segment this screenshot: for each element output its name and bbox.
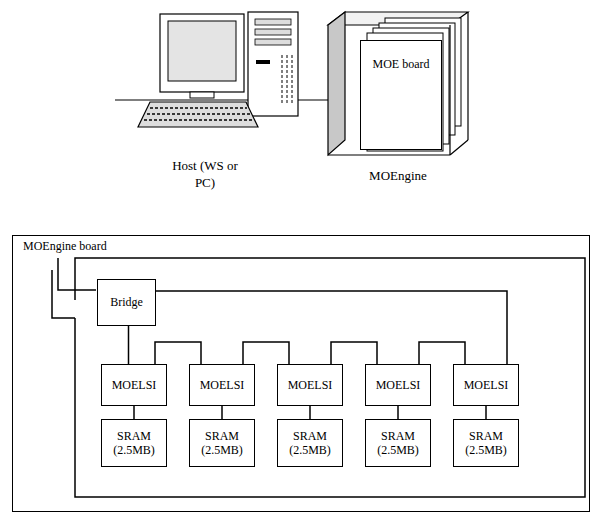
node-text: MOELSI xyxy=(376,378,421,392)
bus-line xyxy=(397,406,399,419)
node-text: SRAM (2.5MB) xyxy=(369,429,427,458)
node-text: MOELSI xyxy=(464,378,509,392)
memory-box: SRAM (2.5MB) xyxy=(453,419,519,467)
node-text: MOELSI xyxy=(288,378,333,392)
bus-line xyxy=(309,406,311,419)
bus-line xyxy=(155,342,201,364)
node-text: SRAM (2.5MB) xyxy=(193,429,251,458)
host-computer xyxy=(138,12,298,127)
memory-box: SRAM (2.5MB) xyxy=(189,419,255,467)
host-label: Host (WS or PC) xyxy=(172,158,238,192)
bus-line xyxy=(419,342,465,364)
memory-box: SRAM (2.5MB) xyxy=(101,419,167,467)
host-bus xyxy=(58,258,96,290)
bus-line xyxy=(128,326,130,364)
node-text: Bridge xyxy=(110,295,143,309)
node-text: MOEngine board xyxy=(21,239,109,253)
node-text: MOE board xyxy=(373,57,430,71)
chip-box: MOELSI xyxy=(277,364,343,406)
board-bus xyxy=(75,258,585,497)
node-text: SRAM (2.5MB) xyxy=(281,429,339,458)
chip-box: MOELSI xyxy=(453,364,519,406)
bridge-box: Bridge xyxy=(97,279,156,326)
chip-box: MOELSI xyxy=(365,364,431,406)
chip-box: MOELSI xyxy=(101,364,167,406)
bus-line xyxy=(221,406,223,419)
bus-line xyxy=(243,342,289,364)
node-text: MOELSI xyxy=(200,378,245,392)
board-frame: MOEngine boardBridgeMOELSI MOELSI MOELSI MO… xyxy=(12,235,590,512)
node-text: MOEngine xyxy=(367,168,429,184)
board-card: MOE board xyxy=(360,40,442,150)
engine-housing: MOEngine MOE board xyxy=(328,12,468,184)
bus-line xyxy=(133,406,135,419)
memory-box: SRAM (2.5MB) xyxy=(365,419,431,467)
node-text: SRAM (2.5MB) xyxy=(457,429,515,458)
node-text: MOELSI xyxy=(112,378,157,392)
bus-line xyxy=(485,406,487,419)
bus-line xyxy=(156,291,507,364)
bus-line xyxy=(331,342,377,364)
engine-housing xyxy=(328,12,468,155)
node-text: SRAM (2.5MB) xyxy=(105,429,163,458)
memory-box: SRAM (2.5MB) xyxy=(277,419,343,467)
host-bus xyxy=(52,270,75,318)
chip-box: MOELSI xyxy=(189,364,255,406)
